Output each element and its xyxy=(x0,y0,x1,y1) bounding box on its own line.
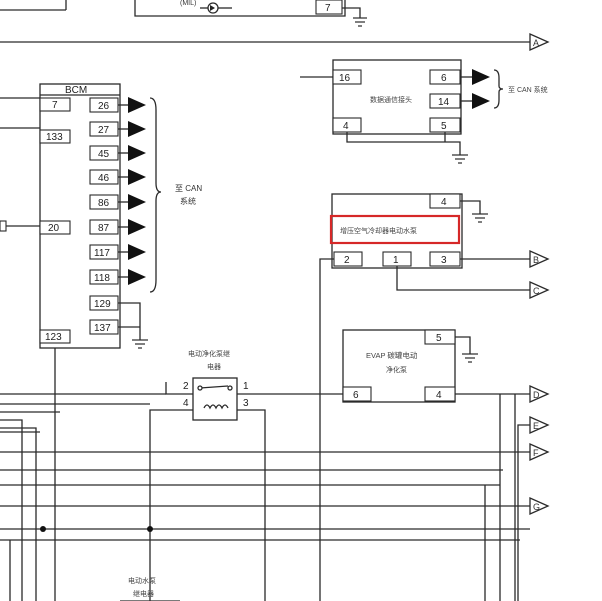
bcm-pin-117: 117 xyxy=(94,248,110,259)
purge-pump-relay: 电动净化泵继 电器 2 1 4 3 xyxy=(183,349,249,421)
can-arrow-icons xyxy=(118,97,146,285)
left-connector-stub xyxy=(0,220,7,232)
svg-text:A: A xyxy=(533,38,539,48)
svg-text:3: 3 xyxy=(441,255,447,266)
svg-text:6: 6 xyxy=(353,390,359,401)
bcm-pin-7: 7 xyxy=(52,100,58,111)
connector-b: B xyxy=(529,249,550,269)
svg-text:5: 5 xyxy=(436,333,442,344)
bcm-pin-133: 133 xyxy=(46,132,63,143)
svg-text:G: G xyxy=(533,502,540,512)
svg-text:D: D xyxy=(533,390,540,400)
svg-text:E: E xyxy=(533,421,539,431)
brace-icon xyxy=(149,97,162,293)
water-pump-relay: 电动水泵 继电器 xyxy=(120,576,180,601)
data-link-can-label: 至 CAN 系统 xyxy=(508,85,548,94)
svg-text:2: 2 xyxy=(183,381,189,392)
bcm-pin-118: 118 xyxy=(94,273,110,284)
connector-c: C xyxy=(529,280,550,300)
evap-name-1: EVAP 碳罐电动 xyxy=(366,350,418,360)
water-pump-name: 增压空气冷却器电动水泵 xyxy=(340,226,417,235)
mil-pin-7: 7 xyxy=(325,3,331,14)
svg-text:4: 4 xyxy=(343,121,349,132)
bcm-pin-137: 137 xyxy=(94,323,111,334)
relay2-name-2: 继电器 xyxy=(133,589,154,598)
connector-f: F xyxy=(529,442,550,462)
data-link-connector: 16 6 14 4 5 数据通信接头 至 CAN 系统 xyxy=(300,59,548,164)
svg-text:2: 2 xyxy=(344,255,350,266)
svg-text:3: 3 xyxy=(243,398,249,409)
bcm-pin-26: 26 xyxy=(98,101,110,112)
svg-text:C: C xyxy=(533,286,540,296)
svg-text:B: B xyxy=(533,255,539,265)
connector-d: D xyxy=(529,384,550,404)
svg-text:5: 5 xyxy=(441,121,447,132)
evap-purge-pump: 5 6 4 EVAP 碳罐电动 净化泵 xyxy=(342,329,478,403)
lower-wiring xyxy=(0,348,530,601)
bcm-pin-123: 123 xyxy=(45,332,62,343)
junction-dot xyxy=(40,526,46,532)
highlight-box xyxy=(329,214,461,245)
bcm-pin-87: 87 xyxy=(98,223,110,234)
bcm-title: BCM xyxy=(65,85,87,96)
svg-text:4: 4 xyxy=(441,197,447,208)
connector-g: G xyxy=(529,496,550,516)
svg-text:4: 4 xyxy=(183,398,189,409)
data-link-name: 数据通信接头 xyxy=(370,95,412,104)
bcm-can-label-1: 至 CAN xyxy=(175,184,202,193)
bcm-pin-86: 86 xyxy=(98,198,110,209)
svg-text:1: 1 xyxy=(243,381,249,392)
relay1-name-2: 电器 xyxy=(207,362,221,371)
svg-text:4: 4 xyxy=(436,390,442,401)
bcm-pin-20: 20 xyxy=(48,223,60,234)
intercooler-water-pump: 4 2 1 3 增压空气冷却器电动水泵 xyxy=(329,193,488,269)
bcm-pin-46: 46 xyxy=(98,173,110,184)
evap-name-2: 净化泵 xyxy=(386,365,407,374)
svg-text:6: 6 xyxy=(441,73,447,84)
bcm-right-pins: 26 27 45 46 86 87 117 118 129 137 至 CAN … xyxy=(89,97,202,349)
svg-text:14: 14 xyxy=(438,97,450,108)
bcm-pin-45: 45 xyxy=(98,149,110,160)
relay-coil-icon xyxy=(203,404,229,410)
junction-dot xyxy=(147,526,153,532)
mil-block: (MIL) 7 xyxy=(0,0,367,27)
relay1-name-1: 电动净化泵继 xyxy=(188,349,230,358)
connector-a: A xyxy=(529,32,550,52)
mil-pin-box xyxy=(315,0,343,15)
svg-text:1: 1 xyxy=(393,255,399,266)
relay2-name-1: 电动水泵 xyxy=(128,576,156,585)
diode-icon xyxy=(210,5,215,11)
svg-text:16: 16 xyxy=(339,73,351,84)
svg-text:F: F xyxy=(533,448,539,458)
bcm-pin-27: 27 xyxy=(98,125,110,136)
mil-label: (MIL) xyxy=(180,0,196,7)
connector-e: E xyxy=(529,415,550,435)
bcm-pin-129: 129 xyxy=(94,299,111,310)
bcm-can-label-2: 系统 xyxy=(180,196,196,206)
